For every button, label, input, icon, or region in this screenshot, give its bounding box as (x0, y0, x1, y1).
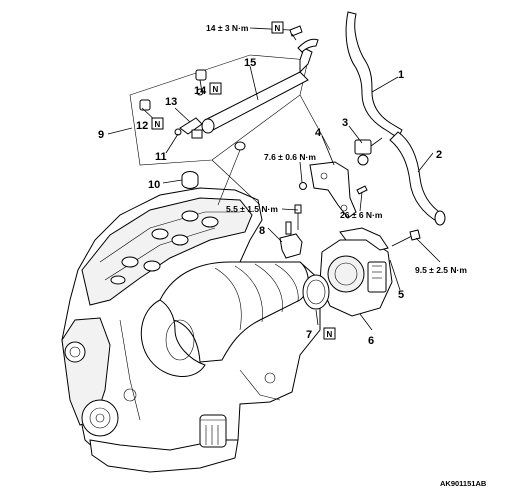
callout-8: 8 (259, 225, 265, 237)
callout-15: 15 (244, 57, 256, 69)
n-badge-7: N (323, 327, 336, 340)
part-4-bracket (309, 161, 357, 219)
callout-14: 14 (194, 85, 207, 97)
callout-11: 11 (155, 151, 167, 163)
callout-4: 4 (315, 127, 322, 139)
torque-spec-4: 26 ± 6 N·m (340, 210, 383, 220)
n-badge-top: N (271, 21, 284, 34)
n-badge-14-text: N (213, 85, 219, 94)
callout-7: 7 (306, 329, 312, 341)
ignition-coil-bosses (110, 210, 219, 285)
fuel-rail-group-box (129, 54, 331, 206)
part-8-sensor (279, 221, 303, 259)
air-hose-2 (389, 131, 446, 226)
torque-spec-1: 14 ± 3 N·m (206, 23, 249, 33)
callout-2: 2 (436, 149, 442, 161)
callout-labels: 1 2 3 4 5 6 7 8 9 10 11 12 13 14 15 (98, 57, 442, 347)
torque-bolts-upper (294, 182, 368, 230)
engine-assembly-illustration (61, 187, 321, 473)
non-reusable-badges: N N N N (151, 21, 336, 340)
upper-bolt (289, 25, 303, 41)
n-badge-7-text: N (327, 330, 333, 339)
part-15-fuel-rail (201, 38, 319, 134)
part-7-gasket (302, 274, 330, 310)
torque-spec-2: 7.6 ± 0.6 N·m (264, 152, 316, 162)
oil-filter (199, 414, 227, 448)
n-badge-top-text: N (275, 24, 281, 33)
part-3-solenoid (354, 137, 383, 166)
callout-10: 10 (148, 179, 160, 191)
part-10-cap (181, 141, 246, 206)
callout-6: 6 (368, 335, 374, 347)
torque-specs: 14 ± 3 N·m 7.6 ± 0.6 N·m 5.5 ± 1.5 N·m 2… (206, 23, 467, 275)
callout-13: 13 (165, 96, 177, 108)
callout-1: 1 (398, 69, 404, 81)
callout-5: 5 (398, 289, 404, 301)
callout-9: 9 (98, 129, 104, 141)
callout-3: 3 (342, 117, 348, 129)
fuel-injector-parts (139, 69, 207, 139)
air-hose-1 (345, 11, 403, 139)
callout-12: 12 (136, 120, 148, 132)
n-badge-14: N (209, 82, 222, 95)
torque-spec-3: 5.5 ± 1.5 N·m (226, 204, 278, 214)
intake-manifold (140, 261, 309, 377)
torque-spec-5: 9.5 ± 2.5 N·m (415, 265, 467, 275)
n-badge-12: N (151, 117, 164, 130)
figure-id: AK901151AB (440, 479, 487, 488)
part-5-bracket (339, 227, 421, 251)
n-badge-12-text: N (155, 120, 161, 129)
part-6-throttle-body (319, 239, 393, 317)
